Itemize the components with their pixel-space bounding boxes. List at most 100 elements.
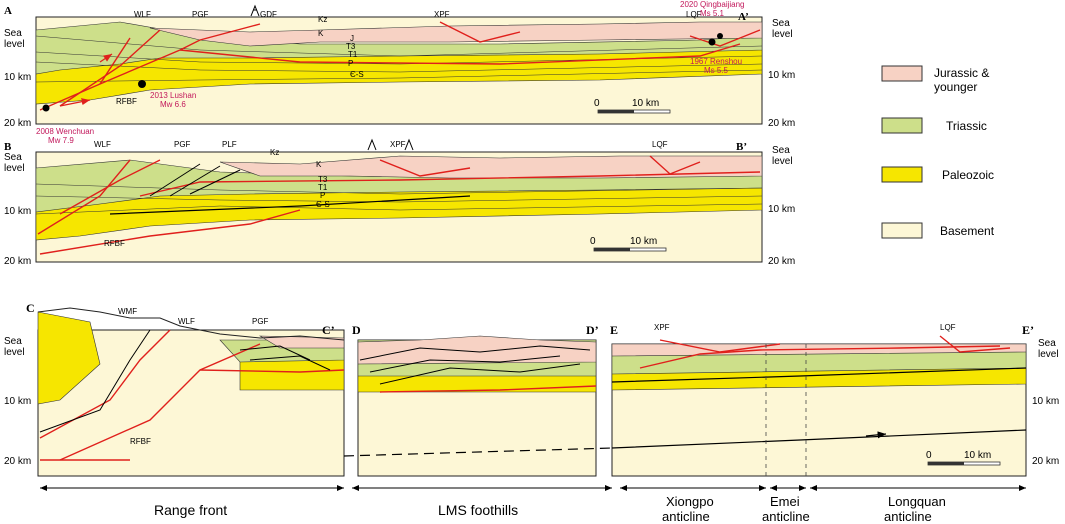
- depth-label: 10 km: [768, 70, 795, 81]
- fault-label: PGF: [174, 140, 191, 149]
- earthquake-label: 2020 Qingbaijiang: [680, 0, 745, 9]
- earthquake-label: Ms 5.1: [700, 9, 725, 18]
- depth-label: 20 km: [4, 118, 31, 129]
- zone-label: anticline: [762, 509, 810, 524]
- unit-label: Є-S: [316, 200, 330, 209]
- zone-label: LMS foothills: [438, 502, 518, 518]
- legend-swatch-basement: [881, 222, 923, 239]
- fault-label: GDF: [260, 10, 277, 19]
- legend-label: younger: [934, 80, 977, 94]
- fault-label: RFBF: [130, 437, 151, 446]
- legend-label: Basement: [940, 224, 995, 238]
- unit-label: T3: [346, 42, 356, 51]
- legend-swatch-paleozoic: [881, 166, 923, 183]
- beachball-icon: [42, 33, 723, 112]
- sea-level-label: level: [772, 29, 793, 40]
- scale-bar: 0 10 km: [594, 98, 671, 114]
- scale-label: 10 km: [964, 450, 991, 461]
- unit-label: Kz: [270, 148, 279, 157]
- scale-label: 0: [590, 236, 596, 247]
- well-icon: [367, 138, 414, 151]
- depth-label: 10 km: [4, 396, 31, 407]
- sea-level-label: level: [772, 156, 793, 167]
- fault-label: WLF: [178, 317, 195, 326]
- legend-label: Paleozoic: [942, 168, 994, 182]
- unit-label: K: [318, 29, 324, 38]
- fault-label: PGF: [252, 317, 269, 326]
- section-cde: 0 10 km C C’ D D’ E E’ Sea level Sea lev…: [4, 301, 1059, 477]
- fault-label: RFBF: [116, 97, 137, 106]
- sea-level-label: level: [1038, 349, 1059, 360]
- fault-label: XPF: [654, 323, 670, 332]
- earthquake-label: 2008 Wenchuan: [36, 127, 94, 136]
- earthquake-label: Ms 5.5: [704, 66, 729, 75]
- earthquake-label: 1967 Renshou: [690, 57, 742, 66]
- earthquake-label: Mw 6.6: [160, 100, 186, 109]
- zone-label: anticline: [884, 509, 932, 524]
- fault-label: LQF: [652, 140, 668, 149]
- unit-label: T3: [318, 175, 328, 184]
- fault-label: XPF: [390, 140, 406, 149]
- depth-label: 10 km: [768, 204, 795, 215]
- unit-label: Є-S: [350, 70, 364, 79]
- unit-label: J: [350, 34, 354, 43]
- scale-bar: 0 10 km: [926, 450, 1001, 466]
- sea-level-label: Sea: [772, 145, 790, 156]
- depth-label: 20 km: [4, 256, 31, 267]
- section-end-label: D: [352, 323, 361, 337]
- depth-label: 20 km: [768, 118, 795, 129]
- section-end-label: E’: [1022, 323, 1034, 337]
- legend: Jurassic & younger Triassic Paleozoic Ba…: [881, 65, 995, 239]
- fault-label: LQF: [940, 323, 956, 332]
- legend-swatch-jurassic: [881, 65, 923, 82]
- fault-label: PGF: [192, 10, 209, 19]
- unit-label: P: [348, 59, 353, 68]
- sea-level-label: level: [4, 163, 25, 174]
- unit-label: P: [320, 191, 325, 200]
- depth-label: 20 km: [4, 456, 31, 467]
- sea-level-label: Sea: [4, 336, 22, 347]
- legend-label: Jurassic &: [934, 66, 989, 80]
- depth-label: 20 km: [1032, 456, 1059, 467]
- scale-label: 0: [594, 98, 600, 109]
- sea-level-label: Sea: [1038, 338, 1056, 349]
- zone-label: Xiongpo: [666, 494, 714, 509]
- sea-level-label: level: [4, 347, 25, 358]
- fault-label: WLF: [134, 10, 151, 19]
- section-end-label: A: [4, 5, 12, 17]
- sea-level-label: Sea: [4, 152, 22, 163]
- scale-label: 10 km: [630, 236, 657, 247]
- depth-label: 10 km: [1032, 396, 1059, 407]
- unit-label: T1: [318, 183, 328, 192]
- well-icon: [250, 4, 260, 17]
- unit-label: T1: [348, 50, 358, 59]
- depth-label: 10 km: [4, 206, 31, 217]
- fault-label: RFBF: [104, 239, 125, 248]
- fault-label: PLF: [222, 140, 237, 149]
- section-end-label: C’: [322, 323, 335, 337]
- legend-swatch-triassic: [881, 117, 923, 134]
- unit-label: K: [316, 160, 322, 169]
- section-end-label: D’: [586, 323, 599, 337]
- section-end-label: A’: [738, 11, 749, 23]
- sea-level-label: level: [4, 39, 25, 50]
- section-bb: B B’ Sea level Sea level 10 km 20 km 10 …: [4, 127, 795, 267]
- fault-label: WLF: [94, 140, 111, 149]
- legend-label: Triassic: [946, 119, 987, 133]
- scale-label: 10 km: [632, 98, 659, 109]
- section-end-label: B: [4, 141, 12, 153]
- scale-label: 0: [926, 450, 932, 461]
- section-end-label: C: [26, 301, 35, 315]
- section-end-label: B’: [736, 141, 747, 153]
- zone-label: Range front: [154, 502, 227, 518]
- depth-label: 20 km: [768, 256, 795, 267]
- earthquake-label: 2013 Lushan: [150, 91, 196, 100]
- sea-level-label: Sea: [772, 18, 790, 29]
- section-ab: A A’ Sea level Sea level 10 km 20 km 10 …: [4, 0, 795, 129]
- section-end-label: E: [610, 323, 618, 337]
- scale-bar: 0 10 km: [590, 236, 667, 252]
- depth-label: 10 km: [4, 72, 31, 83]
- earthquake-label: Mw 7.9: [48, 136, 74, 145]
- sea-level-label: Sea: [4, 28, 22, 39]
